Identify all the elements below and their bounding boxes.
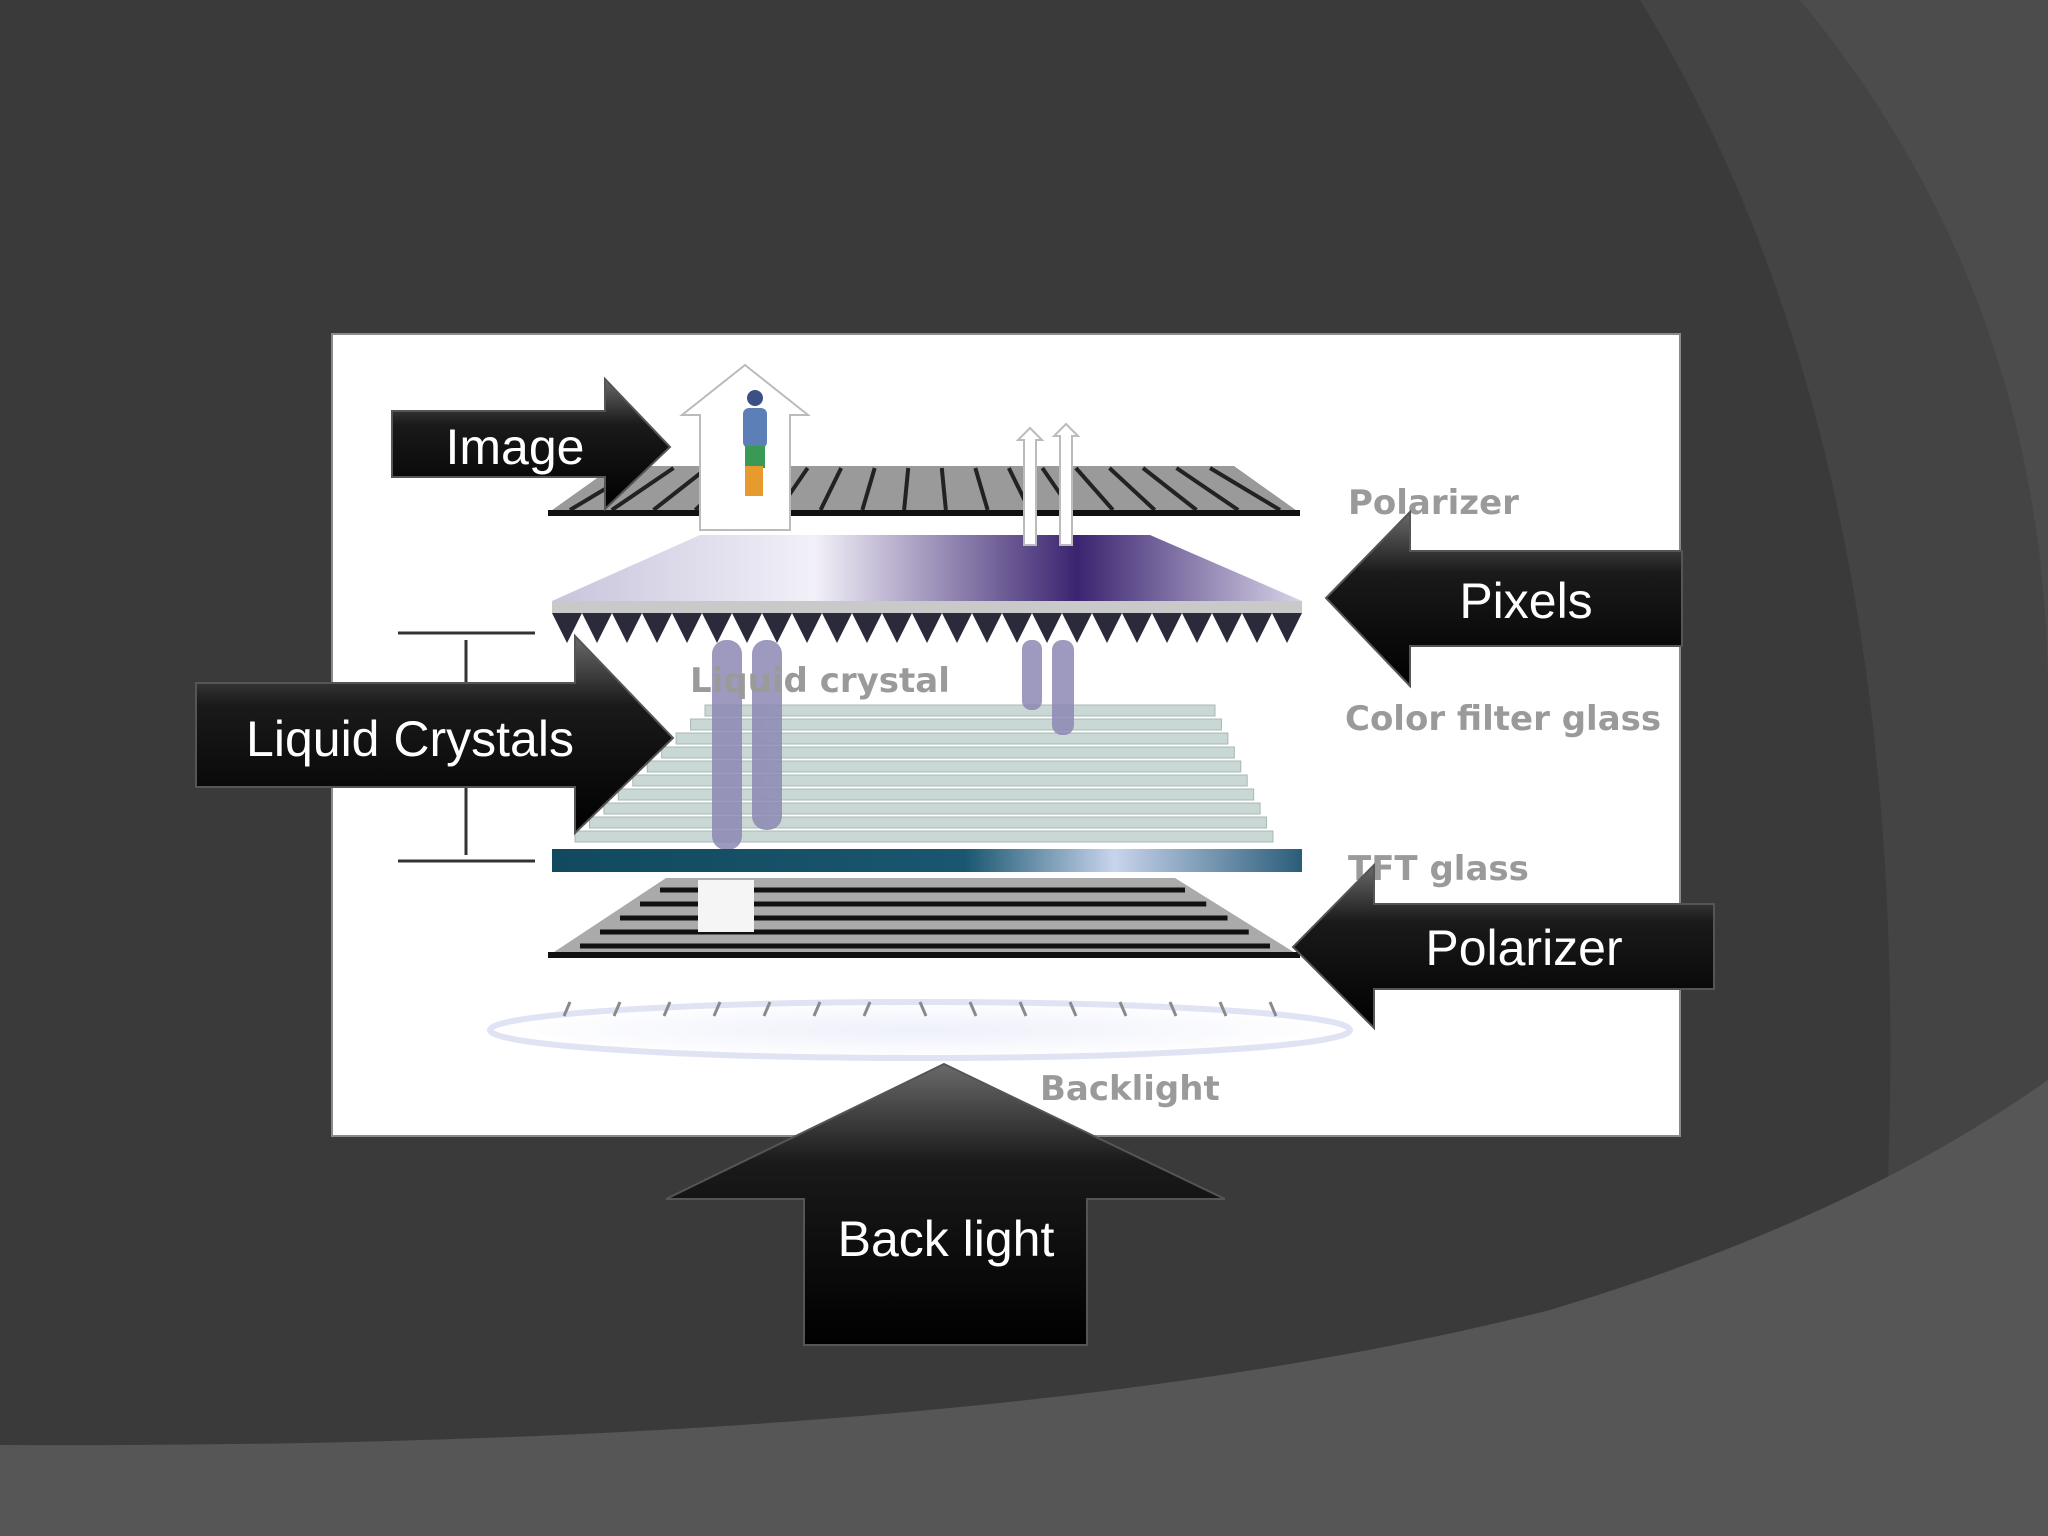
top-polarizer-layer <box>548 466 1300 516</box>
person-figure-icon <box>743 390 767 496</box>
right-arc-inner <box>1800 0 2048 700</box>
liquid-crystal-layer <box>574 704 1274 843</box>
label-tft-glass: TFT glass <box>1348 849 1529 889</box>
label-liquid-crystal: Liquid crystal <box>690 661 950 701</box>
callout-polarizer: Polarizer <box>1291 862 1715 1031</box>
bottom-polarizer-layer <box>548 878 1300 958</box>
bottom-swoosh <box>0 1080 2048 1536</box>
label-color-filter-glass: Color filter glass <box>1345 699 1661 739</box>
callout-liquid-crystals: Liquid Crystals <box>195 633 675 836</box>
color-filter-layer <box>552 535 1302 643</box>
callout-polarizer-label: Polarizer <box>1425 920 1622 976</box>
callout-image: Image <box>391 376 672 512</box>
right-arrow-icon <box>195 633 675 836</box>
left-arrow-icon <box>1291 862 1715 1031</box>
tft-glass-layer <box>552 849 1302 872</box>
callout-back-light-label: Back light <box>838 1211 1055 1267</box>
label-top-polarizer: Polarizer <box>1348 483 1519 523</box>
backlight-layer <box>487 999 1353 1061</box>
right-arrow-icon <box>391 376 672 512</box>
up-arrow-icon <box>665 1062 1226 1346</box>
left-arrow-icon <box>1324 509 1683 689</box>
callout-pixels-label: Pixels <box>1459 573 1592 629</box>
callout-back-light: Back light <box>665 1062 1226 1346</box>
callout-image-label: Image <box>446 419 585 475</box>
callout-liquid-crystals-label: Liquid Crystals <box>246 711 574 767</box>
callout-pixels: Pixels <box>1324 509 1683 689</box>
label-backlight: Backlight <box>1040 1069 1220 1109</box>
crystal-columns <box>712 640 1074 850</box>
